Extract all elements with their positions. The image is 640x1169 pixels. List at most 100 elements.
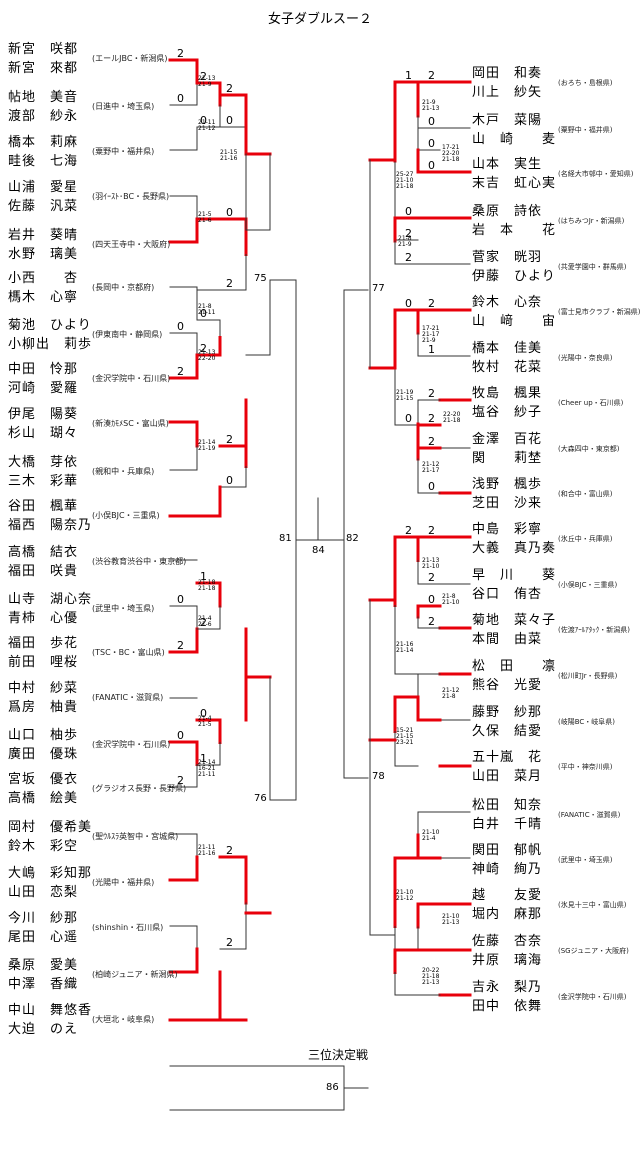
result-label: 2 [200,342,207,355]
score-label: 17-21 22-20 21-18 [442,144,460,163]
team-label: (エールJBC・新潟県) [92,54,168,63]
result-label: 2 [428,412,435,425]
score-label: 17-21 21-17 21-9 [422,325,440,344]
result-label: 0 [405,297,412,310]
player-name: 中田 怜那 [8,362,79,377]
player-name: 尾田 心遥 [8,930,79,945]
team-label: (小俣BJC・三重県) [92,511,160,520]
player-name: 田中 依舞 [472,999,543,1014]
team-label: (FANATIC・滋賀県) [92,693,164,702]
result-label: 1 [428,343,435,356]
team-label: (四天王寺中・大阪府) [92,240,171,249]
player-name: 久保 結愛 [472,724,543,739]
score-label: 21-14 21-19 [198,439,216,452]
player-name: 大迫 のえ [8,1022,79,1037]
player-name: 杉山 瑚々 [8,426,79,441]
player-name: 大橋 芽依 [8,455,79,470]
result-label: 0 [226,474,233,487]
player-name: 山田 菜月 [472,769,543,784]
result-label: 2 [428,297,435,310]
team-label: (粟野中・福井県) [92,147,155,156]
team-label: (氷見十三中・富山県) [558,901,627,909]
team-label: (富士見市クラブ・新潟県) [558,308,640,316]
match-number: 77 [372,283,385,294]
match-number: 84 [312,545,325,556]
player-name: 五十嵐 花 [472,750,543,765]
player-name: 渡部 紗永 [8,109,79,124]
result-label: 0 [405,412,412,425]
player-name: 福西 陽奈乃 [8,518,93,533]
result-label: 2 [428,69,435,82]
team-label: (shinshin・石川県) [92,923,164,932]
player-name: 佐藤 汎菜 [8,199,79,214]
team-label: (名経大市邨中・愛知県) [558,170,634,178]
player-name: 橋本 莉麻 [8,135,79,150]
result-label: 2 [226,433,233,446]
player-name: 谷口 侑杏 [472,587,543,602]
player-name: 松 田 凛 [472,659,557,674]
result-label: 0 [428,159,435,172]
result-label: 2 [428,571,435,584]
score-label: 21-13 21-9 [198,75,216,88]
player-name: 岡田 和奏 [472,66,543,81]
player-name: 新宮 來都 [8,61,79,76]
result-label: 0 [177,729,184,742]
player-name: 藤野 紗那 [472,705,543,720]
result-label: 0 [177,320,184,333]
player-name: 新宮 咲都 [8,42,79,57]
score-label: 21-11 21-12 [198,119,216,132]
result-label: 2 [226,277,233,290]
player-name: 越 友愛 [472,888,543,903]
score-label: 21-10 21-4 [422,829,440,842]
team-label: (羽ｲｰｽﾄ･BC・長野県) [92,192,170,201]
score-label: 21-10 21-13 [442,913,460,926]
score-label: 20-22 21-18 21-13 [422,967,440,986]
team-label: (日進中・埼玉県) [92,102,155,111]
team-label: (FANATIC・滋賀県) [558,811,621,819]
player-name: 中山 舞悠香 [8,1003,93,1018]
player-name: 川上 紗矢 [472,85,543,100]
player-name: 畦後 七海 [8,154,79,169]
team-label: (おろち・島根県) [558,79,613,87]
result-label: 2 [226,936,233,949]
team-label: (平中・神奈川県) [558,763,613,771]
player-name: 本間 由菜 [472,632,543,647]
team-label: (光陽中・福井県) [92,878,155,887]
player-name: 山本 実生 [472,157,543,172]
result-label: 0 [405,205,412,218]
player-name: 鈴木 彩空 [8,839,79,854]
team-label: (光陽中・奈良県) [558,354,613,362]
player-name: 菊池 ひより [8,318,92,333]
player-name: 芝田 沙来 [472,496,543,511]
result-label: 0 [200,114,207,127]
player-name: 大嶋 彩知那 [8,866,93,881]
player-name: 山 﨑 宙 [472,314,557,329]
score-label: 21-18 21-18 [198,579,216,592]
player-name: 早 川 葵 [472,568,557,583]
player-name: 関田 郁帆 [472,843,543,858]
player-name: 山田 恋梨 [8,885,79,900]
team-label: (長岡中・京都府) [92,283,155,292]
match-number: 81 [279,533,292,544]
result-label: 2 [200,616,207,629]
score-label: 25-27 21-10 21-18 [396,171,414,190]
score-label: 21-9 21-13 [422,99,440,112]
player-name: 爲房 柚貴 [8,700,79,715]
player-name: 桑原 詩依 [472,204,543,219]
result-label: 0 [428,480,435,493]
player-name: 佐藤 杏奈 [472,934,543,949]
player-name: 菅家 晄羽 [472,250,543,265]
player-name: 桑原 愛美 [8,958,79,973]
player-name: 大義 真乃奏 [472,541,557,556]
player-name: 高橋 結衣 [8,545,79,560]
player-name: 山 崎 麦 [472,132,557,147]
team-label: (TSC・BC・富山県) [92,648,165,657]
player-name: 岩 本 花 [472,223,557,238]
player-name: 三木 彩華 [8,474,79,489]
player-name: 塩谷 紗子 [472,405,543,420]
player-name: 帖地 美音 [8,90,79,105]
match-number: 75 [254,273,267,284]
player-name: 岡村 優希美 [8,820,93,835]
match-number: 86 [326,1082,339,1093]
team-label: (はちみつJr・新潟県) [558,217,625,225]
